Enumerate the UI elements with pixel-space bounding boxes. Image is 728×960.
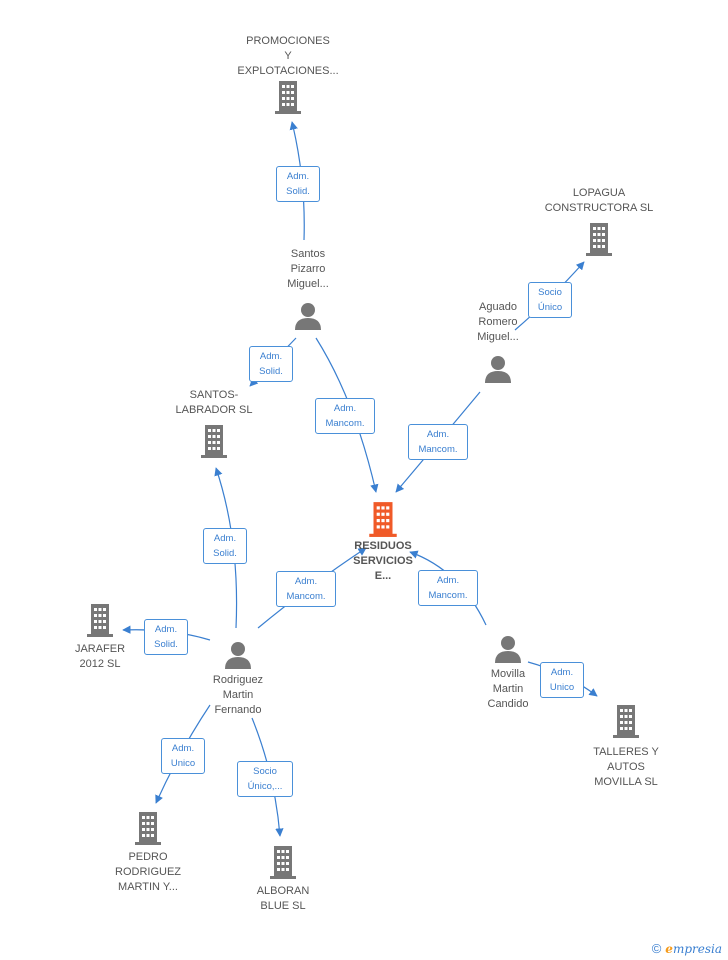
person-label: Rodriguez Martin Fernando: [212, 674, 264, 716]
person-label: Movilla Martin Candido: [487, 668, 529, 710]
edge-label-rodriguez-center[interactable]: Adm. Mancom.: [276, 571, 336, 607]
company-node-pedro[interactable]: PEDRO RODRIGUEZ MARTIN Y...: [100, 810, 196, 895]
building-icon: [270, 846, 296, 879]
edge-label-movilla-center[interactable]: Adm. Mancom.: [418, 570, 478, 606]
edge-label-movilla-talleres[interactable]: Adm. Unico: [540, 662, 584, 698]
person-node-aguado[interactable]: Aguado Romero Miguel...: [456, 300, 540, 384]
building-icon: [87, 604, 113, 637]
building-icon: [275, 81, 301, 114]
edge-label-rodriguez-alboran[interactable]: Socio Único,...: [237, 761, 293, 797]
building-icon: [586, 223, 612, 256]
company-label: JARAFER 2012 SL: [74, 643, 126, 670]
edge-label-rodriguez-jarafer[interactable]: Adm. Solid.: [144, 619, 188, 655]
edge-label-rodriguez-santoslabrador[interactable]: Adm. Solid.: [203, 528, 247, 564]
copyright-icon: ©: [651, 941, 662, 956]
person-icon: [485, 356, 511, 383]
person-node-santos-pizarro[interactable]: Santos Pizarro Miguel...: [266, 247, 350, 331]
company-node-promociones[interactable]: PROMOCIONES Y EXPLOTACIONES...: [228, 34, 348, 115]
company-label: PROMOCIONES Y EXPLOTACIONES...: [237, 35, 339, 77]
edge-label-santos-promociones[interactable]: Adm. Solid.: [276, 166, 320, 202]
company-node-talleres[interactable]: TALLERES Y AUTOS MOVILLA SL: [578, 703, 674, 790]
person-icon: [495, 636, 521, 663]
building-icon: [613, 705, 639, 738]
company-label: ALBORAN BLUE SL: [256, 885, 310, 912]
center-company-label: RESIDUOS SERVICIOS E...: [353, 540, 413, 582]
person-label: Santos Pizarro Miguel...: [287, 248, 329, 290]
watermark: © empresia: [652, 941, 722, 956]
edge-label-santos-center[interactable]: Adm. Mancom.: [315, 398, 375, 434]
company-node-lopagua[interactable]: LOPAGUA CONSTRUCTORA SL: [536, 186, 662, 257]
person-icon: [295, 303, 321, 330]
edge-label-santos-santoslabrador[interactable]: Adm. Solid.: [249, 346, 293, 382]
edge-label-aguado-center[interactable]: Adm. Mancom.: [408, 424, 468, 460]
building-icon: [135, 812, 161, 845]
center-company-node[interactable]: RESIDUOS SERVICIOS E...: [338, 500, 428, 584]
company-label: SANTOS- LABRADOR SL: [175, 389, 253, 416]
person-icon: [225, 642, 251, 669]
company-node-santos-labrador[interactable]: SANTOS- LABRADOR SL: [164, 388, 264, 459]
company-label: PEDRO RODRIGUEZ MARTIN Y...: [115, 851, 181, 893]
brand-logo: empresia: [665, 941, 722, 956]
edge-label-rodriguez-pedro[interactable]: Adm. Unico: [161, 738, 205, 774]
building-icon: [201, 425, 227, 458]
building-icon: [369, 502, 397, 537]
person-label: Aguado Romero Miguel...: [477, 301, 519, 343]
company-label: TALLERES Y AUTOS MOVILLA SL: [593, 746, 659, 788]
company-label: LOPAGUA CONSTRUCTORA SL: [544, 187, 654, 214]
edge-label-aguado-lopagua[interactable]: Socio Único: [528, 282, 572, 318]
person-node-rodriguez[interactable]: Rodriguez Martin Fernando: [196, 640, 280, 718]
person-node-movilla[interactable]: Movilla Martin Candido: [466, 634, 550, 712]
company-node-jarafer[interactable]: JARAFER 2012 SL: [60, 602, 140, 672]
company-node-alboran[interactable]: ALBORAN BLUE SL: [240, 844, 326, 914]
